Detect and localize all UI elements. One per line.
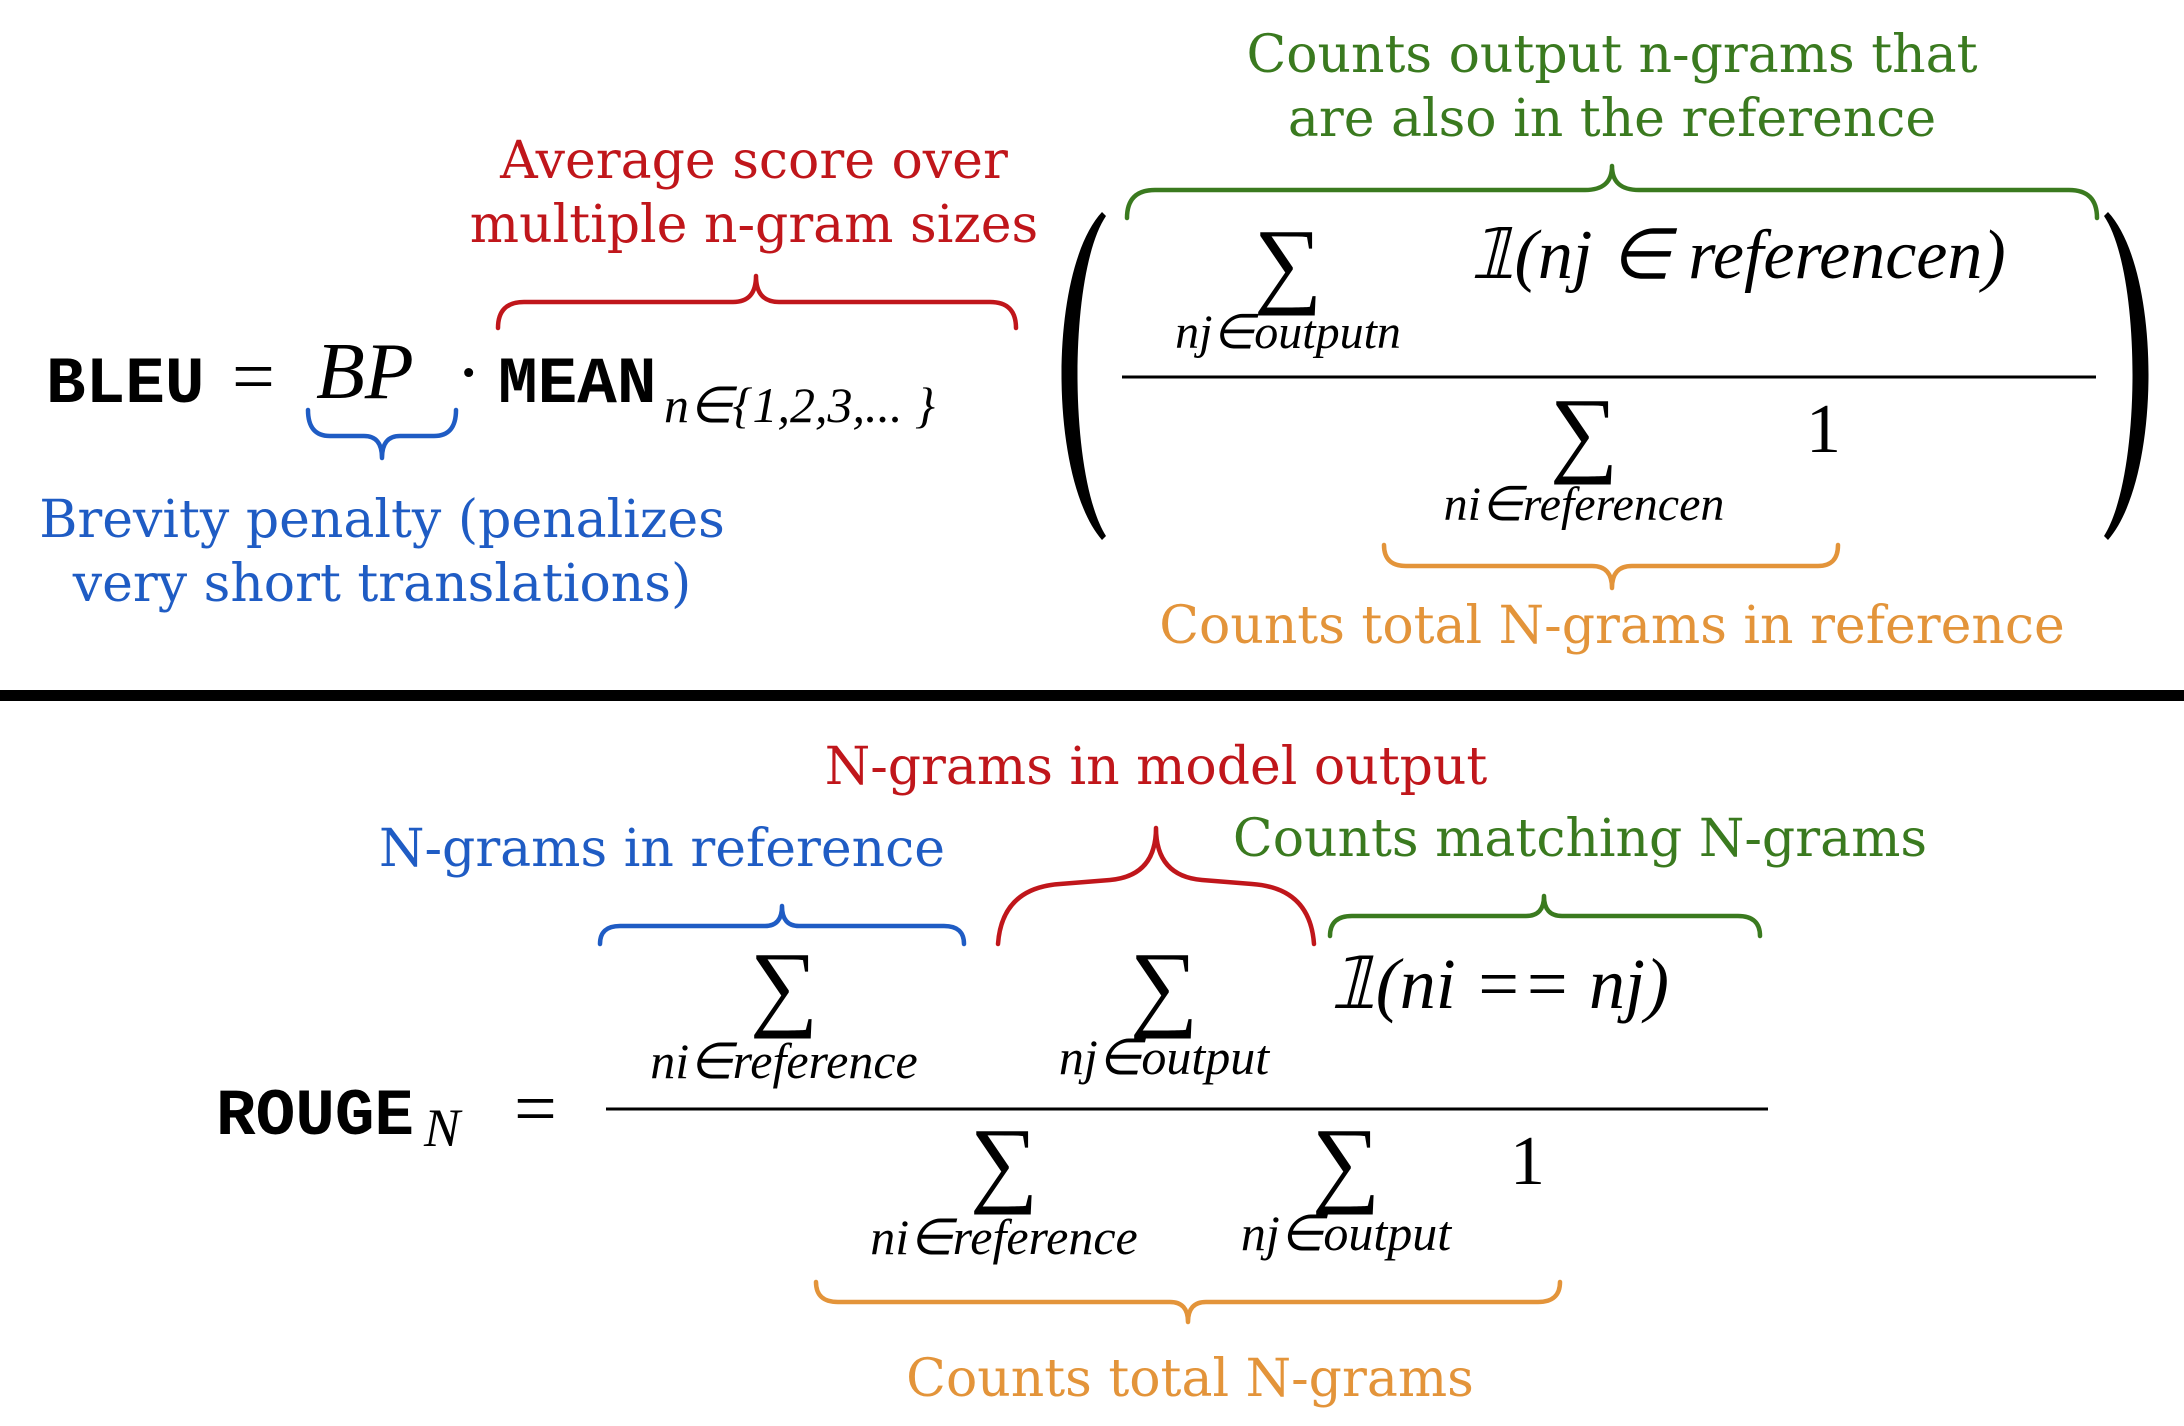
bleu-mean-subscript: n∈{1,2,3,... } [664, 377, 935, 433]
rouge-num-sum2-symbol: ∑ [1130, 932, 1198, 1039]
rouge-reference-brace [597, 903, 967, 947]
rouge-reference-annotation: N-grams in reference [379, 819, 945, 879]
bleu-denominator-annotation: Counts total N-grams in reference [1159, 596, 2065, 656]
bleu-bp-annotation-line2: very short translations) [72, 554, 692, 614]
bleu-mean-brace [495, 273, 1019, 331]
bleu-mean: MEAN [498, 347, 656, 422]
section-divider [0, 690, 2184, 701]
rouge-output-brace [995, 825, 1317, 947]
rouge-den-sum1-symbol: ∑ [970, 1108, 1038, 1215]
bleu-mean-annotation-line1: Average score over [499, 131, 1008, 191]
rouge-equals: = [514, 1067, 557, 1151]
rouge-den-sum1-index: ni∈reference [870, 1209, 1138, 1265]
rouge-den-sum2-index: nj∈output [1241, 1205, 1452, 1261]
rouge-name-subscript: N [423, 1098, 463, 1158]
rouge-matching-brace [1327, 893, 1763, 939]
bleu-name: BLEU [46, 347, 204, 422]
rouge-num-sum2-index: nj∈output [1059, 1029, 1270, 1085]
rouge-total-brace [813, 1279, 1563, 1325]
rouge-matching-annotation: Counts matching N-grams [1233, 809, 1927, 869]
bleu-denominator-sum-index: ni∈referencen [1444, 478, 1725, 531]
bleu-bp-annotation-line1: Brevity penalty (penalizes [39, 490, 725, 550]
bleu-numerator-annotation-line2: are also in the reference [1288, 89, 1936, 149]
bleu-section: Counts output n-grams that are also in t… [39, 25, 2149, 656]
bleu-mean-annotation-line2: multiple n-gram sizes [470, 195, 1038, 255]
bleu-bp: BP [316, 328, 414, 416]
bleu-right-paren [2104, 212, 2149, 540]
bleu-numerator-sum-index: nj∈outputn [1175, 306, 1401, 359]
rouge-section: N-grams in model output N-grams in refer… [216, 737, 1927, 1409]
rouge-denominator-term: 1 [1510, 1123, 1545, 1200]
rouge-den-sum2-symbol: ∑ [1312, 1108, 1380, 1215]
rouge-total-annotation: Counts total N-grams [906, 1349, 1474, 1409]
bleu-denominator-term: 1 [1806, 391, 1841, 468]
bleu-numerator-sum-symbol: ∑ [1254, 209, 1322, 316]
bleu-left-paren [1061, 212, 1106, 540]
rouge-output-annotation: N-grams in model output [825, 737, 1488, 797]
bleu-numerator-term: 𝟙(nj ∈ referencen) [1470, 217, 2006, 294]
rouge-num-sum1-index: ni∈reference [650, 1033, 918, 1089]
bleu-bp-brace [305, 407, 459, 461]
bleu-numerator-annotation-line1: Counts output n-grams that [1246, 25, 1977, 85]
bleu-numerator-brace [1124, 163, 2100, 221]
bleu-dot: · [456, 331, 481, 415]
bleu-denominator-brace [1381, 542, 1841, 591]
bleu-denominator-sum-symbol: ∑ [1550, 378, 1618, 485]
rouge-name: ROUGE [216, 1079, 414, 1154]
bleu-equals: = [232, 335, 275, 419]
rouge-numerator-term: 𝟙(ni == nj) [1330, 944, 1669, 1024]
rouge-num-sum1-symbol: ∑ [750, 932, 818, 1039]
